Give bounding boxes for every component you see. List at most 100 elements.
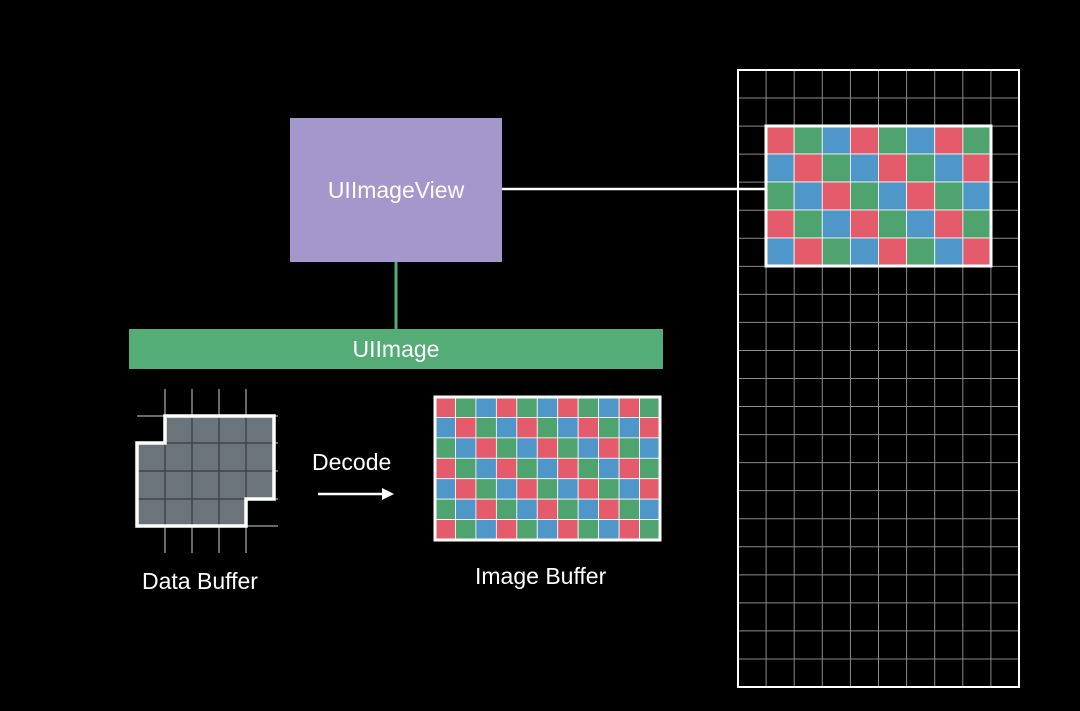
image-buffer-pixel xyxy=(598,437,620,459)
screen-pixel xyxy=(934,153,964,183)
image-buffer-pixel xyxy=(434,457,456,480)
screen-pixel xyxy=(821,181,851,211)
image-buffer-pixel xyxy=(557,437,579,459)
screen-pixel xyxy=(793,209,823,239)
image-buffer-pixel xyxy=(536,396,559,418)
image-buffer-pixel xyxy=(618,498,640,520)
image-buffer-pixel xyxy=(557,457,579,480)
image-buffer-pixel xyxy=(577,437,600,459)
image-buffer-pixel xyxy=(618,396,640,418)
image-buffer-pixel xyxy=(495,498,518,520)
screen-pixel xyxy=(793,153,823,183)
screen-border xyxy=(764,124,993,268)
screen-pixel xyxy=(934,181,964,211)
screen-pixel xyxy=(849,237,879,267)
screen-pixel xyxy=(793,181,823,211)
image-buffer-pixel xyxy=(475,437,497,459)
screen-pixel xyxy=(906,153,936,183)
image-buffer-pixel xyxy=(455,457,477,480)
image-buffer-pixel xyxy=(516,437,538,459)
image-buffer-pixel xyxy=(495,457,518,480)
screen-pixel xyxy=(934,125,964,155)
screen-pixel xyxy=(849,209,879,239)
image-buffer-pixel xyxy=(516,417,538,439)
image-buffer-pixel xyxy=(557,396,579,418)
screen-pixel xyxy=(906,125,936,155)
image-buffer-pixel xyxy=(618,417,640,439)
screen-pixel xyxy=(906,209,936,239)
screen-pixel xyxy=(962,125,992,155)
image-buffer-pixel xyxy=(475,396,497,418)
image-buffer-pixel xyxy=(618,478,640,500)
screen-pixel xyxy=(962,209,992,239)
screen-pixel xyxy=(765,237,795,267)
image-buffer-pixel xyxy=(516,519,538,541)
image-buffer-pixel xyxy=(536,417,559,439)
image-buffer-pixel xyxy=(618,437,640,459)
screen-pixel xyxy=(821,209,851,239)
screen-pixel xyxy=(765,209,795,239)
screen-pixel xyxy=(765,125,795,155)
screen-pixel xyxy=(849,181,879,211)
screen-pixel-block xyxy=(764,124,993,268)
image-buffer-pixel xyxy=(639,498,661,520)
image-buffer-pixel xyxy=(434,396,456,418)
screen-pixel xyxy=(821,125,851,155)
image-buffer-pixel xyxy=(557,519,579,541)
image-buffer-label: Image Buffer xyxy=(475,563,607,589)
screen-pixel xyxy=(906,237,936,267)
screen-pixel xyxy=(821,237,851,267)
screen-pixel xyxy=(878,153,908,183)
data-buffer-graphic xyxy=(135,389,278,553)
image-buffer-pixel xyxy=(434,417,456,439)
image-buffer-pixel xyxy=(536,478,559,500)
screen-pixel xyxy=(793,237,823,267)
image-buffer-pixel xyxy=(557,498,579,520)
image-buffer-pixel xyxy=(516,498,538,520)
screen-pixel xyxy=(878,125,908,155)
image-buffer-pixel xyxy=(598,519,620,541)
uiimageview-box: UIImageView xyxy=(290,118,502,262)
image-buffer-pixel xyxy=(434,437,456,459)
uiimage-label: UIImage xyxy=(352,335,440,362)
image-buffer-pixel xyxy=(598,478,620,500)
image-buffer-pixel xyxy=(536,437,559,459)
image-buffer-pixel xyxy=(536,498,559,520)
image-buffer-pixel xyxy=(577,417,600,439)
image-buffer-pixel xyxy=(598,396,620,418)
screen-pixel xyxy=(765,153,795,183)
image-buffer-pixel xyxy=(516,396,538,418)
screen-pixel xyxy=(906,181,936,211)
image-buffer-pixel xyxy=(639,519,661,541)
screen-pixel xyxy=(821,153,851,183)
data-buffer-inner-grid xyxy=(137,416,274,526)
image-buffer-border xyxy=(433,395,662,542)
right-arrow-icon xyxy=(318,488,394,500)
image-buffer-pixel xyxy=(516,478,538,500)
image-buffer-pixel xyxy=(475,457,497,480)
uiimage-bar: UIImage xyxy=(129,329,663,369)
image-buffer-pixel xyxy=(618,519,640,541)
image-buffer-pixel xyxy=(516,457,538,480)
image-buffer-pixel xyxy=(639,437,661,459)
image-buffer-pixel xyxy=(475,417,497,439)
image-buffer-pixel xyxy=(455,478,477,500)
image-buffer-pixel xyxy=(495,437,518,459)
screen-pixel xyxy=(962,181,992,211)
image-buffer-pixel xyxy=(639,417,661,439)
image-buffer-pixel xyxy=(495,396,518,418)
image-buffer-pixel xyxy=(455,498,477,520)
image-buffer-pixel xyxy=(455,417,477,439)
data-buffer-border xyxy=(135,414,276,528)
image-buffer-pixel xyxy=(618,457,640,480)
data-buffer-label: Data Buffer xyxy=(142,568,258,594)
screen-pixel xyxy=(934,237,964,267)
image-buffer-pixel xyxy=(495,478,518,500)
image-buffer-pixel xyxy=(475,478,497,500)
image-buffer-pixel xyxy=(577,498,600,520)
screen-pixel xyxy=(962,153,992,183)
image-buffer-pixel xyxy=(495,417,518,439)
image-buffer-pixel xyxy=(455,437,477,459)
image-buffer-pixel xyxy=(639,478,661,500)
